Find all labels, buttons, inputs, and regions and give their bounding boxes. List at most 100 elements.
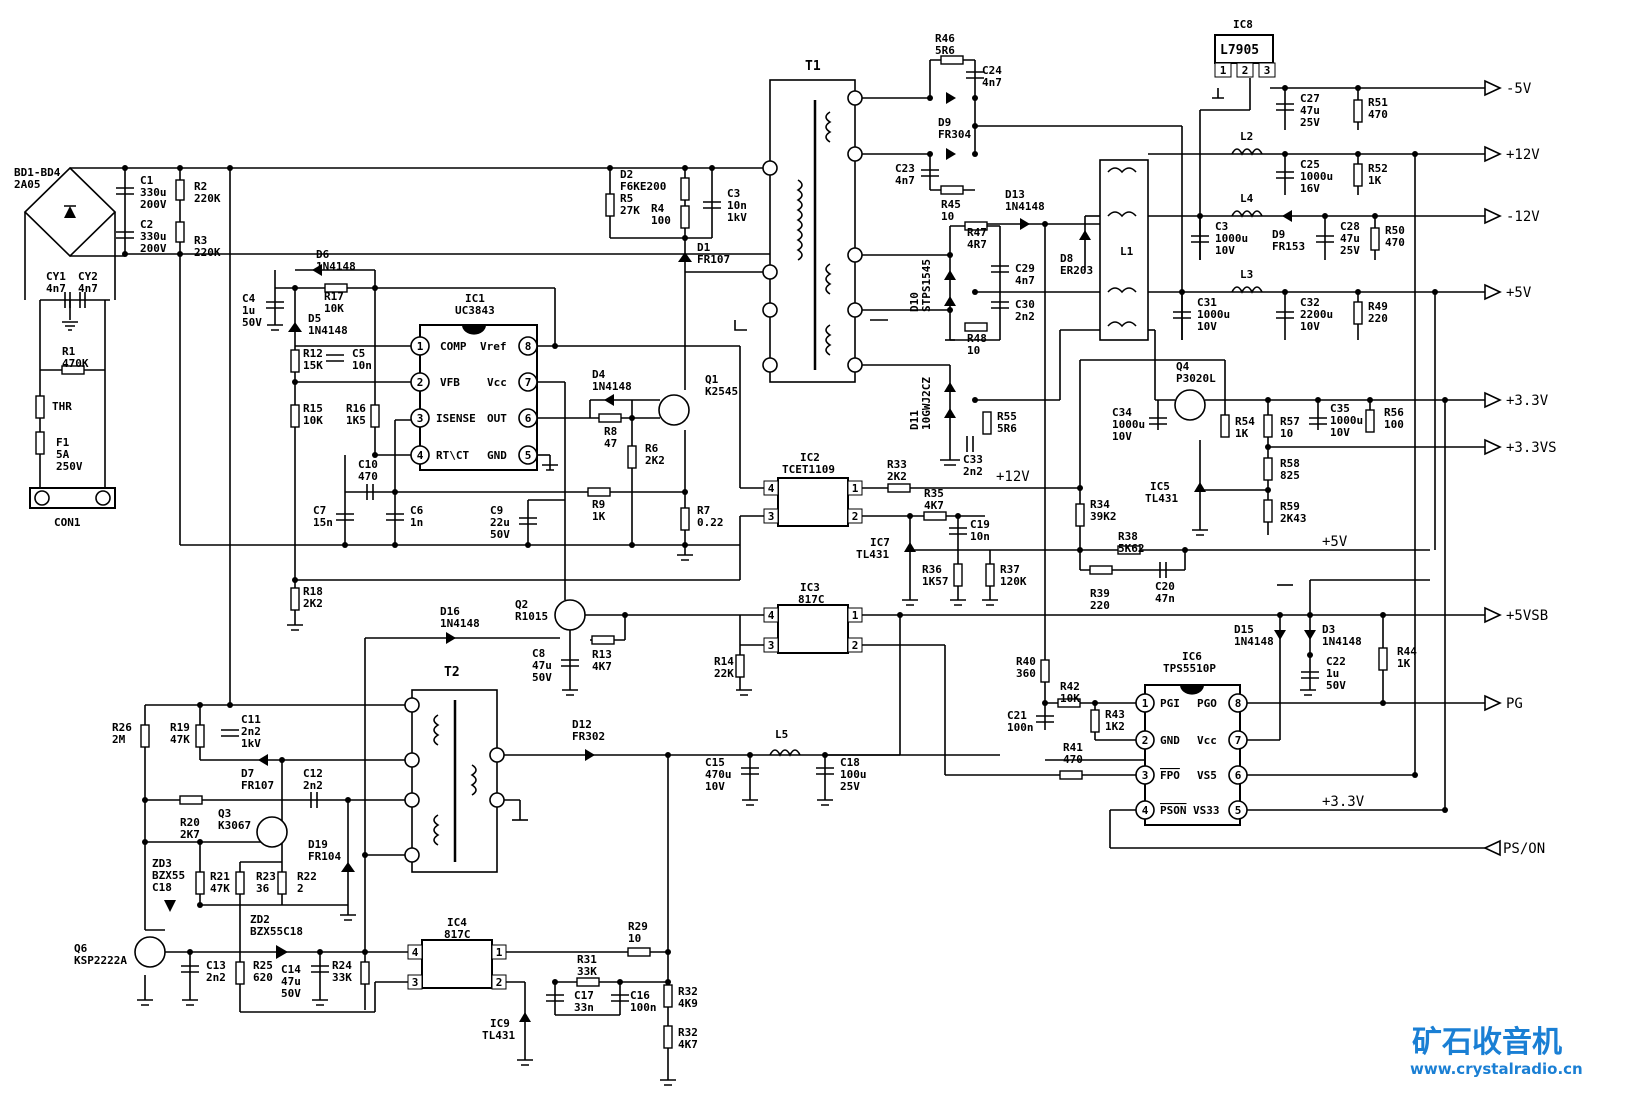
- r32b-body: [663, 1025, 673, 1049]
- c35-label-0: C35: [1330, 402, 1350, 415]
- ic-labels: IC1 UC3843 COMP VFB ISENSE RT\CT Vref Vc…: [436, 18, 1259, 1042]
- q1-label-0: Q1: [705, 373, 719, 386]
- r42-body: [1057, 698, 1081, 708]
- r1-label-0: R1: [62, 345, 76, 358]
- r57-label-0: R57: [1280, 415, 1300, 428]
- c8-symbol: [561, 659, 579, 667]
- c1-symbol: [116, 187, 134, 195]
- d10a-symbol: [944, 270, 956, 280]
- c28-label-2: 25V: [1340, 244, 1360, 257]
- r35-label-1: 4K7: [924, 499, 944, 512]
- r26-label-1: 2M: [112, 733, 126, 746]
- r48-label-0: R48: [967, 332, 987, 345]
- q4-label-0: Q4: [1176, 360, 1190, 373]
- r55-label-0: R55: [997, 410, 1017, 423]
- r9-label-0: R9: [592, 498, 605, 511]
- r1-label-1: 470K: [62, 357, 89, 370]
- ic2-type: TCET1109: [782, 463, 835, 476]
- r44-body: [1378, 647, 1388, 671]
- r51-body: [1353, 99, 1363, 123]
- c10-label-1: 470: [358, 470, 378, 483]
- r9-label-1: 1K: [592, 510, 606, 523]
- cy-label-3: 4n7: [78, 282, 98, 295]
- transistors: [134, 389, 1206, 1022]
- c2-label-2: 200V: [140, 242, 167, 255]
- d9a-label-0: D9: [938, 116, 951, 129]
- r29-label-0: R29: [628, 920, 648, 933]
- r35-label-0: R35: [924, 487, 944, 500]
- r50-label-0: R50: [1385, 224, 1405, 237]
- c27-label-2: 25V: [1300, 116, 1320, 129]
- ic1-pin-vcc: Vcc: [487, 376, 507, 389]
- r4-label-0: R4: [651, 202, 665, 215]
- c31-label-1: 1000u: [1197, 308, 1230, 321]
- r12-body: [290, 349, 300, 373]
- c30-label-1: 2n2: [1015, 310, 1035, 323]
- r39-body: [1089, 565, 1113, 575]
- d15-symbol: [1274, 630, 1286, 640]
- svg-text:3: 3: [768, 510, 775, 523]
- r1-body: [61, 365, 85, 375]
- r32a-label-0: R32: [678, 985, 698, 998]
- c15-label-1: 470u: [705, 768, 732, 781]
- r20-body: [179, 795, 203, 805]
- c29-symbol: [991, 265, 1009, 273]
- r29-label-1: 10: [628, 932, 641, 945]
- inductors: [433, 100, 1263, 862]
- ic7-name: IC7: [870, 536, 890, 549]
- r56-label-0: R56: [1384, 406, 1404, 419]
- c33-label-1: 2n2: [963, 465, 983, 478]
- svg-text:2: 2: [496, 976, 503, 989]
- r47-body: [964, 221, 988, 231]
- c31-label-2: 10V: [1197, 320, 1217, 333]
- c6-symbol: [386, 513, 404, 521]
- d10-label-0: D10: [908, 292, 921, 312]
- r45-label-1: 10: [941, 210, 954, 223]
- d16-label-1: 1N4148: [440, 617, 480, 630]
- q3-symbol: [256, 816, 288, 848]
- c11-label-0: C11: [241, 713, 261, 726]
- d15-label-0: D15: [1234, 623, 1254, 636]
- r45-label-0: R45: [941, 198, 961, 211]
- c13-label-1: 2n2: [206, 971, 226, 984]
- r22-body: [277, 871, 287, 895]
- r14-label-1: 22K: [714, 667, 734, 680]
- ic6-pin-pson: PSON: [1160, 804, 1187, 817]
- c14-symbol: [311, 965, 329, 973]
- c3a-label-0: C3: [727, 187, 740, 200]
- d9a-top-symbol: [946, 92, 956, 104]
- f1-label-1: 5A: [56, 448, 70, 461]
- d1-label-1: FR107: [697, 253, 730, 266]
- c18-symbol: [816, 767, 834, 775]
- r20-label-0: R20: [180, 816, 200, 829]
- c32-label-2: 10V: [1300, 320, 1320, 333]
- ic5-tl431-symbol: [1194, 482, 1206, 492]
- r8-body: [598, 413, 622, 423]
- terminals: [404, 90, 863, 863]
- c18-label-1: 100u: [840, 768, 867, 781]
- ic6-pin-vs5: VS5: [1197, 769, 1217, 782]
- d13-symbol: [1020, 218, 1030, 230]
- c12-label-0: C12: [303, 767, 323, 780]
- rail-label-33v: +3.3V: [1322, 794, 1365, 810]
- r36-body: [953, 563, 963, 587]
- d12-label-0: D12: [572, 718, 592, 731]
- r41-label-1: 470: [1063, 753, 1083, 766]
- svg-text:3: 3: [1142, 769, 1149, 782]
- wires: [23, 59, 1485, 1080]
- f1-label-2: 250V: [56, 460, 83, 473]
- c13-symbol: [181, 965, 199, 973]
- c30-label-0: C30: [1015, 298, 1035, 311]
- r39-label-1: 220: [1090, 599, 1110, 612]
- c34-label-2: 10V: [1112, 430, 1132, 443]
- r26-body: [140, 724, 150, 748]
- d4-label-1: 1N4148: [592, 380, 632, 393]
- c8-label-2: 50V: [532, 671, 552, 684]
- zd3-label-2: C18: [152, 881, 172, 894]
- d11b-symbol: [944, 408, 956, 418]
- ic1-box: 12 34 87 65: [410, 324, 538, 471]
- t2-coil-1: [433, 714, 440, 746]
- c18-label-0: C18: [840, 756, 860, 769]
- ic7-type: TL431: [856, 548, 889, 561]
